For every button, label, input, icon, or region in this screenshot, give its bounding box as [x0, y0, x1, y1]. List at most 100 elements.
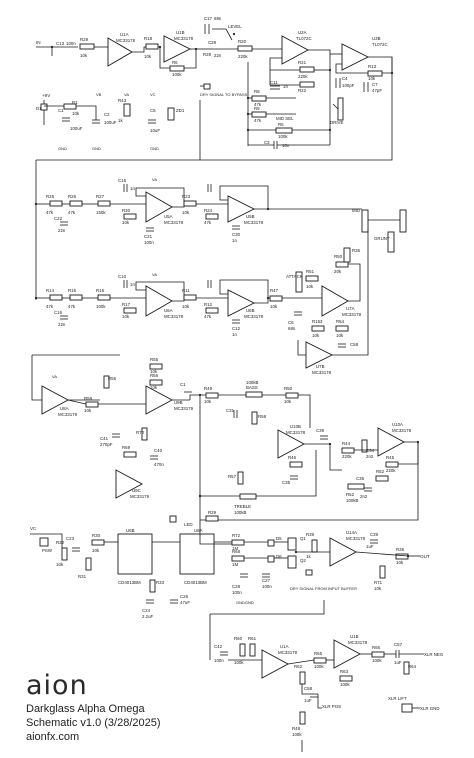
- label-r59: R59: [84, 396, 93, 401]
- label-attack: ATTACK: [286, 274, 303, 279]
- mid-band-section: R25 47k R26 47k C22 22n R27 150k R30 10k…: [35, 159, 407, 300]
- label-level: LEVEL: [228, 24, 242, 29]
- label-r24-value: 47k: [204, 220, 212, 225]
- label-r45-value: 220k: [386, 468, 396, 473]
- opamp-u1b: [163, 35, 192, 63]
- label-dry-from-input: DRY SIGNAL FROM INPUT BUFFER: [290, 586, 357, 591]
- label-u9c: U9C: [132, 488, 141, 493]
- label-c11-value: 1n: [283, 84, 288, 89]
- label-r26: R26: [68, 194, 77, 199]
- label-c15-value: 1n: [130, 186, 135, 191]
- label-led: LED: [184, 522, 193, 527]
- label-xlr-lift: XLR LIFT: [388, 696, 407, 701]
- label-gnd-ps3: GND: [150, 146, 159, 151]
- label-r68: R68: [232, 549, 241, 554]
- label-u7b: U7B: [316, 364, 325, 369]
- label-gnd-ps2: GND: [92, 146, 101, 151]
- label-gndgnd: GNDGND: [236, 600, 254, 605]
- label-u9b: U9B: [174, 400, 183, 405]
- opamp-u5b: [227, 195, 256, 223]
- label-r66-value: 100k: [372, 658, 382, 663]
- label-r48-value: 100k: [292, 732, 302, 737]
- label-u7a-part: MC33178: [342, 312, 362, 317]
- label-c11: C11: [270, 80, 278, 85]
- label-r22: R22: [298, 88, 307, 93]
- label-u6b-chip: U6B: [126, 528, 135, 533]
- label-r29-value: 10k: [80, 53, 88, 58]
- label-c2: C2: [104, 112, 110, 117]
- power-supply-section: +9V D1 C1 100uF R1 10k C2 100uF R43 1k C…: [36, 92, 185, 151]
- label-r18: R18: [144, 36, 153, 41]
- label-q1: Q1: [300, 536, 306, 541]
- label-r47: R47: [270, 288, 279, 293]
- opamp-u7a: [321, 285, 349, 317]
- label-c3: C3: [264, 140, 270, 145]
- label-c30: C30: [232, 232, 241, 237]
- label-u15b: U1B: [350, 634, 359, 639]
- label-u6a: U6A: [164, 308, 173, 313]
- label-treble-value: 100kB: [234, 510, 247, 515]
- label-c6-value: 68n: [288, 326, 296, 331]
- opamp-u15b: [333, 639, 361, 669]
- label-r9: R9: [254, 106, 260, 111]
- opamp-u3b: [341, 43, 370, 71]
- label-u14a-part: MC33178: [346, 536, 366, 541]
- opamp-u1a: [107, 37, 133, 67]
- label-u6a-part: MC33178: [164, 314, 184, 319]
- label-c34-value: 2n2: [366, 454, 374, 459]
- label-r66: R66: [372, 645, 381, 650]
- label-r21-value: 220k: [298, 74, 308, 79]
- label-r23: R23: [182, 194, 191, 199]
- aion-logo: aion: [26, 670, 88, 701]
- label-c24: C24: [142, 608, 151, 613]
- label-r44: R44: [342, 441, 351, 446]
- label-r50-value: 20k: [334, 269, 342, 274]
- label-r55: R55: [108, 376, 117, 381]
- opamp-u2a: [281, 35, 309, 65]
- label-d5: D5: [276, 536, 282, 541]
- label-u6a-chip-part: CD4013BM: [184, 580, 207, 585]
- label-c5: C5: [150, 108, 156, 113]
- label-r30b: R30: [92, 533, 101, 538]
- label-c16: C16: [54, 310, 63, 315]
- label-r71-value: 10k: [374, 586, 382, 591]
- label-u15a: U1A: [280, 644, 289, 649]
- label-r51-value: 10k: [306, 284, 314, 289]
- opamp-u10b: [277, 429, 305, 459]
- bypass-output-section: VC PSW R32 10k C23 R30 10k R31 U6B CD401…: [30, 510, 430, 619]
- label-r153-value: 10k: [312, 333, 320, 338]
- label-c21-value: 100n: [144, 240, 154, 245]
- label-treble: TREBLE: [234, 504, 251, 509]
- brand-block: aion Darkglass Alpha Omega Schematic v1.…: [26, 672, 161, 744]
- label-r56: R56: [150, 373, 159, 378]
- label-u8a-part: MC33179: [58, 412, 78, 417]
- label-u7a: U7A: [346, 306, 355, 311]
- product-name: Darkglass Alpha Omega: [26, 703, 145, 715]
- label-r49-value: 10k: [204, 399, 212, 404]
- label-xlr-pos: XLR POS: [322, 704, 341, 709]
- label-r39: R39: [306, 532, 315, 537]
- label-gnd-ps1: GND: [58, 146, 67, 151]
- label-r57: R57: [228, 474, 237, 479]
- label-u2a-part: TL072C: [296, 36, 312, 41]
- label-c4: C4: [342, 76, 348, 81]
- label-in: IN: [36, 40, 41, 45]
- label-vb-ps: VB: [96, 92, 102, 97]
- label-c15: C15: [118, 178, 127, 183]
- label-r50b-value: 10k: [284, 399, 292, 404]
- label-r60: R60: [234, 636, 243, 641]
- label-c22-value: 22n: [58, 228, 66, 233]
- opamp-u9c: [115, 469, 143, 499]
- label-c33: C35: [282, 480, 291, 485]
- label-c42-value: 100n: [214, 658, 224, 663]
- label-c27: C27: [262, 578, 271, 583]
- label-r13: R13: [368, 64, 377, 69]
- label-u15b-part: MC33178: [348, 640, 368, 645]
- label-zd1: ZD1: [176, 108, 185, 113]
- label-c58-value: 1uF: [304, 698, 312, 703]
- opamp-u9b: [145, 385, 173, 415]
- label-c40-value: 470n: [154, 462, 164, 467]
- label-r25: R25: [46, 194, 55, 199]
- label-r16-value: 100k: [96, 304, 106, 309]
